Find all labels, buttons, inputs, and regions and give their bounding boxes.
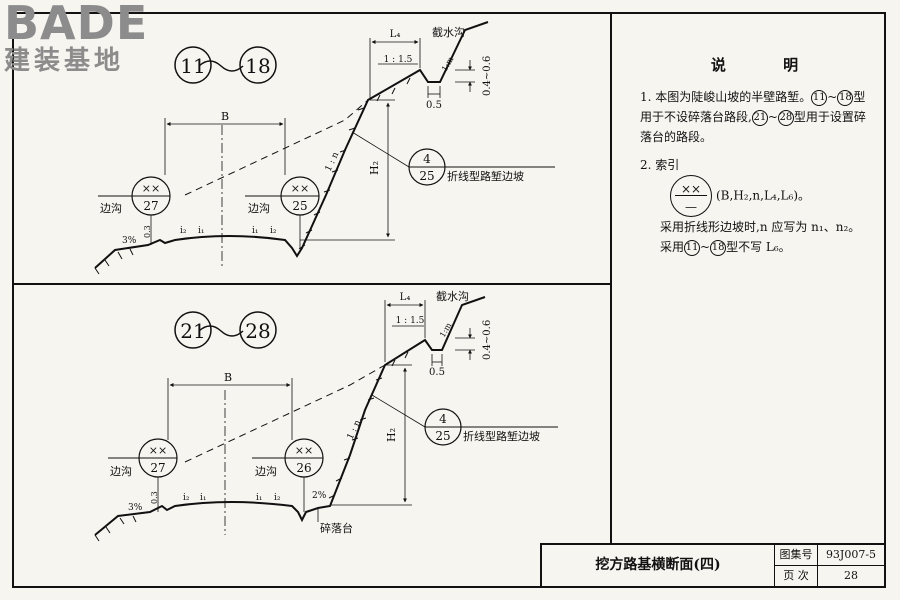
note-2-line-2: 采用折线形边坡时,n 应写为 n₁、n₂。: [660, 220, 861, 234]
bottom-ditch-depth: 0.4~0.6: [482, 320, 493, 360]
bottom-i2b: i₂: [274, 493, 281, 503]
note-circle-21: 21: [751, 109, 768, 126]
top-index-label: 折线型路堑边坡: [447, 169, 524, 183]
bottom-platform: 碎落台: [320, 521, 353, 535]
bottom-range-label: 21 28: [174, 311, 277, 349]
atlas-value: 93J007-5: [818, 545, 884, 566]
top-index-top: 4: [423, 152, 431, 166]
section-top: 11 18 B H₂ 1 : n L₄ 1 : 1.5 截水沟 1:m: [94, 21, 555, 275]
brand-logo: BADE 建装基地: [4, 0, 148, 76]
top-range-start: 11: [180, 54, 205, 78]
bottom-l-label: L₄: [400, 292, 411, 303]
page-label: 页 次: [775, 566, 818, 586]
top-l-label: L₄: [390, 29, 401, 40]
top-right-index-bottom: 25: [292, 199, 307, 213]
bottom-width-label: B: [224, 371, 232, 384]
atlas-label: 图集号: [775, 545, 818, 566]
top-slope-pct: 3%: [122, 236, 137, 246]
top-bottom-width: 0.5: [426, 100, 442, 111]
top-left-index-bottom: 27: [143, 199, 158, 213]
bottom-index-top: 4: [439, 412, 447, 426]
top-slope-ratio: 1 : n: [324, 150, 342, 173]
top-i2b: i₂: [270, 226, 277, 236]
bottom-index-bottom: 25: [435, 429, 450, 443]
note-circle-18: 18: [837, 89, 854, 106]
bottom-height: H₂: [385, 428, 398, 442]
top-i1a: i₁: [198, 226, 205, 236]
bottom-ground-line: [94, 296, 486, 536]
bottom-depth: 0.3: [150, 491, 159, 504]
note-circle-11: 11: [811, 89, 828, 106]
top-i1b: i₁: [252, 226, 259, 236]
bottom-index-label: 折线型路堑边坡: [463, 429, 540, 443]
drawing-frame: [12, 12, 886, 588]
drawing-title: 挖方路基横断面(四): [542, 545, 775, 586]
bottom-right-ditch-label: 边沟: [255, 465, 277, 478]
note-circle-28: 28: [777, 109, 794, 126]
bottom-range-end: 28: [245, 319, 270, 343]
bottom-left-ditch-label: 边沟: [110, 465, 132, 478]
title-block: 挖方路基横断面(四) 图集号 93J007-5 页 次 28: [540, 543, 886, 588]
bottom-slope-pct: 3%: [128, 503, 143, 513]
bottom-slope-ratio: 1 : n: [346, 418, 364, 441]
bottom-i2a: i₂: [183, 493, 190, 503]
bottom-right-index-top: ××: [295, 444, 313, 457]
bottom-right-index-bottom: 26: [296, 461, 311, 475]
bottom-original-ground: [184, 364, 386, 463]
top-ground-line: [94, 21, 489, 269]
top-left-index-top: ××: [142, 182, 160, 195]
top-depth: 0.3: [143, 225, 152, 238]
top-ratio: 1 : 1.5: [384, 55, 413, 65]
top-right-ditch-label: 边沟: [248, 202, 270, 215]
index-symbol: ××—: [670, 175, 712, 217]
top-left-ditch-label: 边沟: [100, 202, 122, 215]
top-ditch-ratio: 1:m: [440, 55, 456, 73]
bottom-left-index-top: ××: [149, 444, 167, 457]
bottom-i1b: i₁: [256, 493, 263, 503]
bottom-i1a: i₁: [200, 493, 207, 503]
logo-subtitle: 建装基地: [4, 46, 125, 76]
bottom-range-start: 21: [180, 319, 205, 343]
top-original-ground: [184, 99, 369, 196]
top-index-bottom: 25: [419, 169, 434, 183]
index-params: (B,H₂,n,L₄,L₆)。: [716, 188, 811, 203]
note-2: 2. 索引 ××—(B,H₂,n,L₄,L₆)。 采用折线形边坡时,n 应写为 …: [640, 155, 875, 257]
bottom-ratio: 1 : 1.5: [396, 316, 425, 326]
bottom-left-index-bottom: 27: [150, 461, 165, 475]
top-range-label: 11 18: [174, 46, 277, 84]
top-right-index-top: ××: [291, 182, 309, 195]
top-width-label: B: [221, 110, 229, 123]
section-bottom: 21 28 B H₂ 1 : n L₄ 1 : 1.5 截水沟 1:m 0.5: [94, 289, 558, 542]
bottom-platform-pct: 2%: [312, 491, 327, 501]
top-i2a: i₂: [180, 226, 187, 236]
logo-brand: BADE: [4, 0, 149, 50]
bottom-intercept: 截水沟: [436, 289, 469, 303]
page-value: 28: [844, 569, 858, 582]
notes-title: 说 明: [710, 56, 825, 74]
top-height: H₂: [368, 161, 381, 175]
bottom-bottom-width: 0.5: [429, 367, 445, 378]
horizontal-divider: [12, 283, 612, 285]
top-range-end: 18: [245, 54, 270, 78]
top-ditch-depth: 0.4~0.6: [482, 56, 493, 96]
vertical-divider: [610, 12, 612, 543]
top-intercept: 截水沟: [432, 25, 465, 39]
